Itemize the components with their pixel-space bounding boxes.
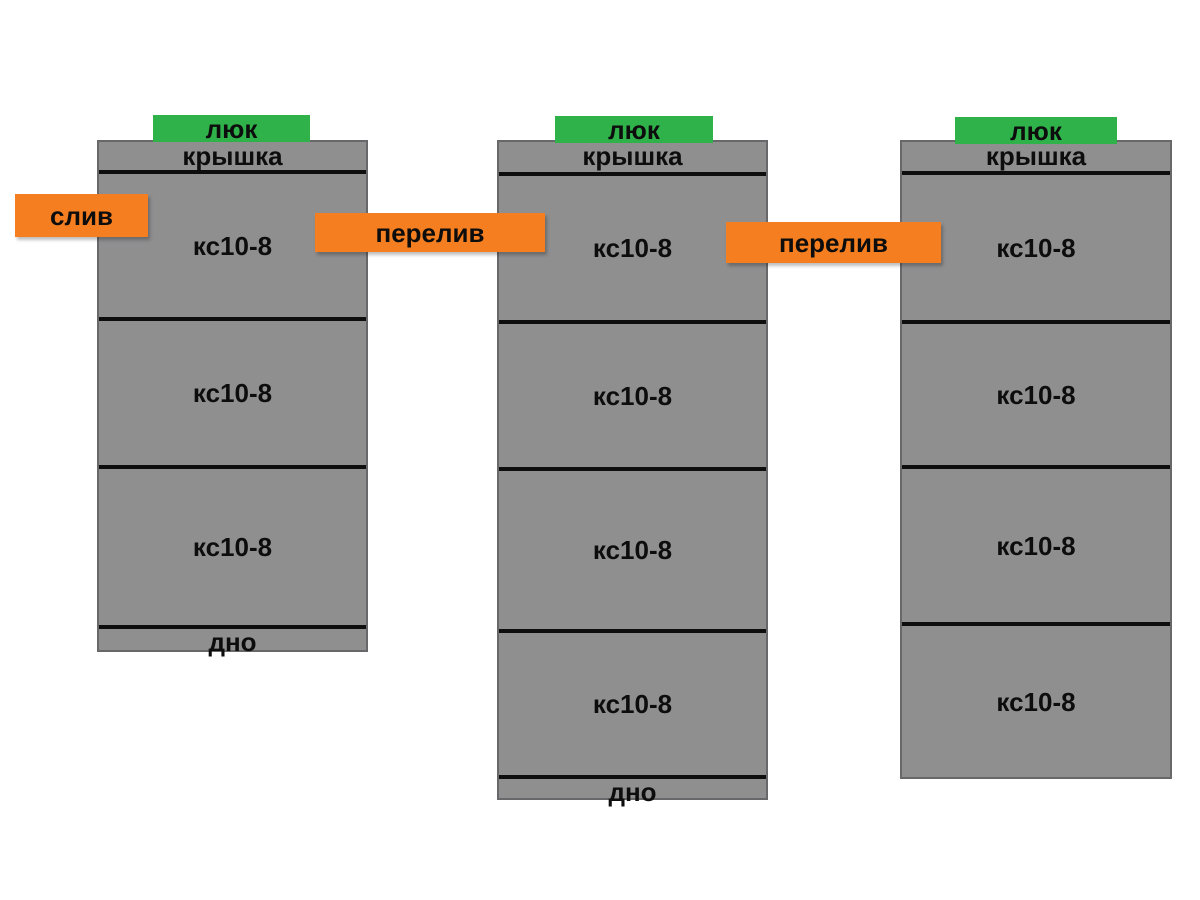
- ring-section: кс10-8: [99, 321, 366, 469]
- ring-section: кс10-8: [902, 324, 1170, 469]
- ring-section: кс10-8: [499, 176, 766, 324]
- overflow-label-2: перелив: [726, 222, 941, 263]
- bottom-label: дно: [208, 627, 257, 657]
- manhole-hatch-label-2: люк: [555, 116, 713, 143]
- ring-section: кс10-8: [902, 175, 1170, 324]
- drain-label: слив: [15, 194, 148, 237]
- ring-section: кс10-8: [99, 174, 366, 321]
- overflow-label-1: перелив: [315, 213, 545, 252]
- ring-section: кс10-8: [996, 686, 1076, 717]
- ring-section: кс10-8: [902, 469, 1170, 626]
- ring-section: кс10-8: [99, 469, 366, 629]
- ring-section: кс10-8: [499, 324, 766, 471]
- septic-well-2: крышка кс10-8 кс10-8 кс10-8 кс10-8 дно: [497, 140, 768, 805]
- ring-section: кс10-8: [499, 633, 766, 779]
- bottom-label: дно: [608, 777, 657, 807]
- manhole-hatch-label-3: люк: [955, 117, 1117, 144]
- cover-label: крышка: [499, 142, 766, 176]
- manhole-hatch-label-1: люк: [153, 115, 310, 142]
- septic-well-3: крышка кс10-8 кс10-8 кс10-8 кс10-8: [900, 140, 1172, 779]
- ring-section: кс10-8: [499, 471, 766, 633]
- cover-label: крышка: [99, 142, 366, 174]
- cover-label: крышка: [902, 142, 1170, 175]
